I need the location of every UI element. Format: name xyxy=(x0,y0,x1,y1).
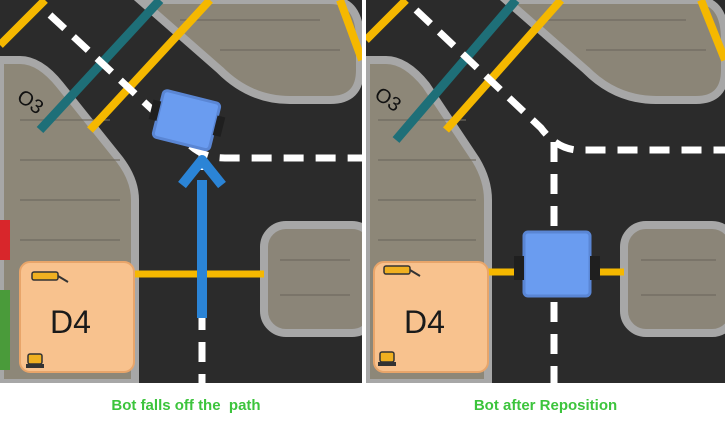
map-before: D4 O3 xyxy=(0,0,362,383)
building-texture xyxy=(20,19,350,296)
robot-icon xyxy=(514,230,600,298)
building-texture xyxy=(378,19,716,296)
edge-red xyxy=(0,220,10,260)
city-block-right xyxy=(620,221,725,337)
zone-d4 xyxy=(19,261,135,373)
zone-d4 xyxy=(373,261,489,373)
panel-before: D4 O3 xyxy=(0,0,362,383)
bulldozer-icon xyxy=(378,351,396,366)
yellow-line-2 xyxy=(443,0,564,133)
edge-green xyxy=(0,290,10,370)
yellow-line-2 xyxy=(87,0,213,133)
city-block-right xyxy=(260,221,362,337)
zone-label: D4 xyxy=(404,304,445,340)
excavator-icon xyxy=(31,271,69,283)
yellow-line-3 xyxy=(697,0,725,62)
caption-after: Bot after Reposition xyxy=(473,397,618,414)
arrow-up-icon xyxy=(178,155,226,318)
excavator-icon xyxy=(383,265,421,277)
panel-after: D4 O3 xyxy=(366,0,725,383)
zone-label: D4 xyxy=(50,304,91,340)
yellow-line-1 xyxy=(366,0,409,43)
caption-before: Bot falls off the path xyxy=(111,397,261,414)
yellow-line-3 xyxy=(336,0,362,62)
teal-line xyxy=(392,0,520,143)
yellow-line-1 xyxy=(0,0,48,48)
panel-divider xyxy=(362,0,366,383)
bulldozer-icon xyxy=(26,353,44,368)
robot-icon xyxy=(148,89,226,152)
map-after: D4 O3 xyxy=(366,0,725,383)
